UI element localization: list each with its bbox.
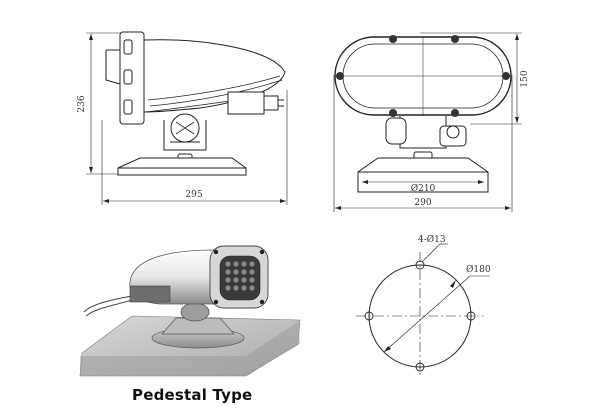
product-caption: Pedestal Type (132, 386, 253, 404)
holes-dim: 4-Ø13 (418, 234, 446, 245)
side-junction-box (227, 91, 265, 115)
front-width-dim: 290 (414, 198, 431, 208)
front-bracket (399, 116, 447, 149)
power-cable (83, 295, 133, 317)
side-width-dim: 295 (185, 190, 202, 200)
led-grid (225, 261, 255, 291)
hole-pattern (356, 243, 490, 376)
holes-leader (421, 243, 441, 263)
front-base-dim: Ø210 (411, 183, 436, 194)
mount-hole (415, 362, 425, 372)
mount-hole (415, 260, 425, 270)
side-base (117, 157, 247, 176)
front-view (333, 32, 522, 212)
mount-hole (364, 311, 374, 321)
front-height-dim: 150 (520, 70, 530, 87)
circle-dim: Ø180 (466, 264, 491, 275)
mount-hole (466, 311, 476, 321)
side-view (86, 31, 288, 205)
side-height-dim: 236 (77, 95, 87, 112)
lamp-3d-render (79, 245, 301, 377)
diameter-leader (383, 275, 471, 353)
front-bolts (336, 35, 510, 117)
